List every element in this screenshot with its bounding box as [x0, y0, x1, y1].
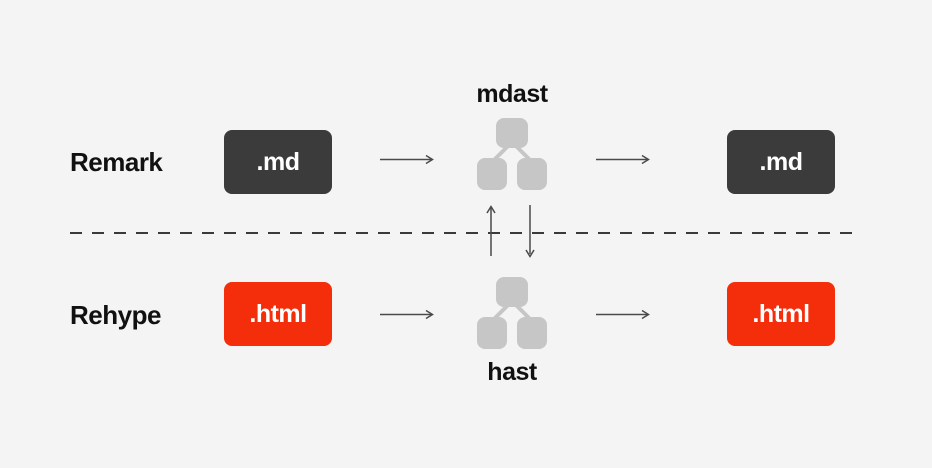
hast-label: hast: [487, 358, 537, 386]
remark-row-label: Remark: [70, 147, 163, 177]
html-input-file-box: .html: [224, 282, 332, 346]
hast-syntax-tree-icon: [477, 277, 547, 349]
rehype-row-label: Rehype: [70, 300, 161, 330]
arrow-up-icon: [486, 205, 496, 256]
md-input-file-label: .md: [256, 147, 300, 176]
arrow-right-icon: [380, 154, 434, 165]
html-output-file-box: .html: [727, 282, 835, 346]
dashed-divider: [70, 232, 862, 234]
md-input-file-box: .md: [224, 130, 332, 194]
html-input-file-label: .html: [249, 299, 307, 328]
arrow-right-icon: [596, 309, 650, 320]
mdast-syntax-tree-icon: [477, 118, 547, 190]
html-output-file-label: .html: [752, 299, 810, 328]
mdast-label: mdast: [476, 80, 548, 108]
md-output-file-box: .md: [727, 130, 835, 194]
arrow-right-icon: [380, 309, 434, 320]
arrow-right-icon: [596, 154, 650, 165]
arrow-down-icon: [525, 205, 535, 258]
md-output-file-label: .md: [759, 147, 803, 176]
